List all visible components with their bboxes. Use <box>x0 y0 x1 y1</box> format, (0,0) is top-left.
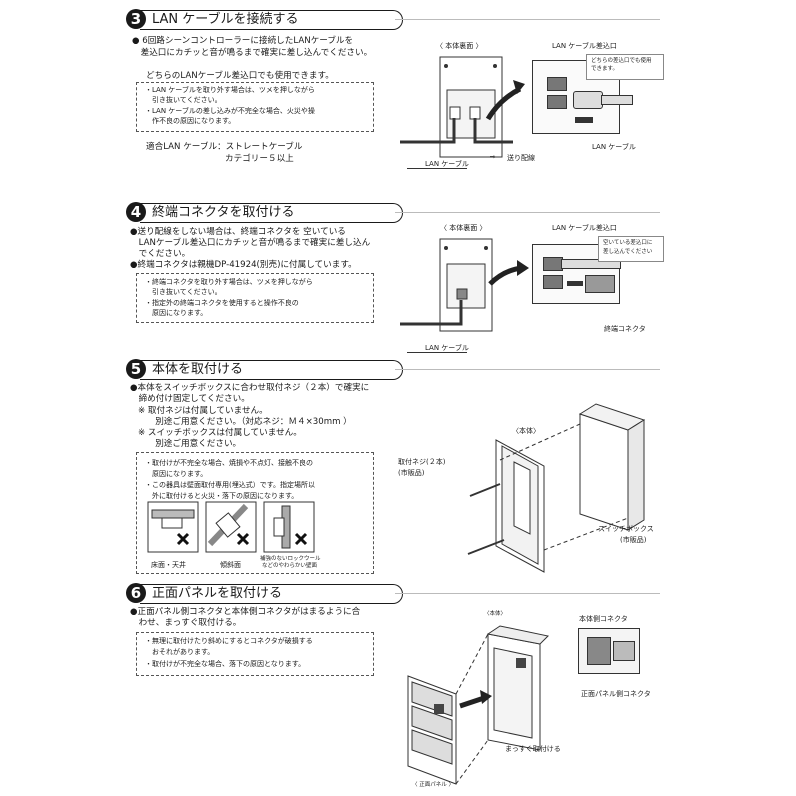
instruction-line: ※ スイッチボックスは付属していません。 <box>138 428 302 438</box>
instruction-line: 差込口にカチッと音が鳴るまで確実に差し込んでください。 <box>132 48 373 58</box>
panel-mount-diagram <box>407 625 550 785</box>
location-label: 補強のないロックウール <box>260 556 321 562</box>
callout-note: 空いている差込口に 差し込んでください <box>598 236 664 262</box>
view-label: 〈本体〉 <box>484 611 507 617</box>
connector-label: 正面パネル側コネクタ <box>581 690 651 698</box>
switchbox-label: (市販品) <box>620 536 647 544</box>
step-number: 5 <box>126 359 146 379</box>
cable-spec: カテゴリー５以上 <box>225 154 294 164</box>
caution-text: ・取付けが不完全な場合、焼損や不点灯、接触不良の <box>145 459 313 467</box>
step-number: 4 <box>126 202 146 222</box>
view-label: 〈 本体裏面 〉 <box>440 224 487 232</box>
back-view-diagram <box>400 56 525 158</box>
caution-text: 引き抜いてください。 <box>145 288 222 296</box>
caution-text: ・LAN ケーブルの差し込みが不完全な場合、火災や操 <box>145 107 315 115</box>
caution-text: 外に取付けると火災・落下の原因になります。 <box>145 492 299 500</box>
caution-text: 引き抜いてください。 <box>145 96 222 104</box>
callout-note: どちらの差込口でも使用 できます。 <box>586 54 664 80</box>
section-title: LAN ケーブルを接続する <box>152 12 299 27</box>
port-closeup <box>532 60 633 134</box>
caution-box: ・無理に取付けたり斜めにするとコネクタが破損する おそれがあります。 ・取付けが… <box>136 632 374 676</box>
section-title: 本体を取付ける <box>152 362 244 377</box>
note-text: 空いている差込口に <box>603 240 653 246</box>
instruction-line: LANケーブル差込口にカチッと音が鳴るまで確実に差し込ん <box>130 238 371 248</box>
section-title: 正面パネルを取付ける <box>152 586 283 601</box>
caution-text: おそれがあります。 <box>145 648 215 656</box>
step-number: 6 <box>126 583 146 603</box>
caution-box: ・LAN ケーブルを取り外す場合は、ツメを押しながら 引き抜いてください。 ・L… <box>136 82 374 132</box>
view-label: 〈 正面パネル 〉 <box>412 782 454 788</box>
port-label: LAN ケーブル差込口 <box>552 224 617 232</box>
instruction-line: ●送り配線をしない場合は、終端コネクタを 空いている <box>130 227 346 237</box>
note-text: できます。 <box>591 66 618 72</box>
instruction-line: ●終端コネクタは親機DP-41924(別売)に付属しています。 <box>130 260 357 270</box>
instruction-line: 別途ご用意ください。 <box>138 439 242 449</box>
straight-label: まっすぐ取付ける <box>505 745 561 753</box>
instruction-line: わせ、まっすぐ取付ける。 <box>130 618 242 628</box>
cable-label: LAN ケーブル <box>425 160 469 168</box>
location-label: 床面・天井 <box>151 561 186 569</box>
caution-box: ・終端コネクタを取り外す場合は、ツメを押しながら 引き抜いてください。 ・指定外… <box>136 273 374 323</box>
instruction-line: どちらのLANケーブル差込口でも使用できます。 <box>146 71 334 81</box>
step-number: 3 <box>126 9 146 29</box>
connector-label: 本体側コネクタ <box>579 615 628 623</box>
cable-label: LAN ケーブル <box>425 344 469 352</box>
location-label: 傾斜面 <box>220 561 241 569</box>
view-label: 〈本体〉 <box>512 427 540 435</box>
port-closeup <box>532 244 621 304</box>
feed-label: 送り配線 <box>507 154 535 162</box>
instruction-line: ※ 取付ネジは付属していません。 <box>138 406 268 416</box>
back-view-diagram <box>400 238 529 332</box>
view-label: 〈 本体裏面 〉 <box>436 42 483 50</box>
port-label: LAN ケーブル差込口 <box>552 42 617 50</box>
caution-text: ・終端コネクタを取り外す場合は、ツメを押しながら <box>145 278 313 286</box>
caution-text: ・この器具は壁面取付専用(埋込式）です。指定場所以 <box>145 481 316 489</box>
caution-text: ・無理に取付けたり斜めにするとコネクタが破損する <box>145 637 313 645</box>
location-label: などのやわらかい壁面 <box>262 563 318 569</box>
caution-text: 作不良の原因になります。 <box>145 117 236 125</box>
instruction-line: 別途ご用意ください。（対応ネジ：Ｍ４×30mm ） <box>138 417 352 427</box>
note-text: 差し込んでください <box>603 249 653 255</box>
cable-label: LAN ケーブル <box>592 143 636 151</box>
instruction-line: 締め付け固定してください。 <box>130 394 250 404</box>
switchbox-label: スイッチボックス <box>598 525 654 533</box>
caution-text: ・指定外の終端コネクタを使用すると操作不良の <box>145 299 299 307</box>
caution-text: 原因になります。 <box>145 470 208 478</box>
instruction-line: ●正面パネル側コネクタと本体側コネクタがはまるように合 <box>130 607 361 617</box>
prohibited-locations <box>147 501 315 553</box>
note-text: どちらの差込口でも使用 <box>591 58 652 64</box>
instruction-line: でください。 <box>130 249 191 259</box>
cable-spec: 適合LAN ケーブル：ストレートケーブル <box>146 142 303 152</box>
mounting-diagram <box>467 403 646 573</box>
section-title: 終端コネクタを取付ける <box>152 205 295 220</box>
instruction-line: ●本体をスイッチボックスに合わせ取付ネジ（２本）で確実に <box>130 383 370 393</box>
caution-text: ・取付けが不完全な場合、落下の原因となります。 <box>145 660 306 668</box>
screw-label: 取付ネジ(２本) <box>398 458 446 466</box>
caution-box: ・取付けが不完全な場合、焼損や不点灯、接触不良の 原因になります。 ・この器具は… <box>136 452 374 574</box>
terminator-label: 終端コネクタ <box>604 325 646 333</box>
connector-closeup <box>578 628 640 674</box>
instruction-line: ● 6回路シーンコントローラーに接続したLANケーブルを <box>132 36 354 46</box>
screw-label: (市販品) <box>398 469 425 477</box>
feed-arrow: ⇨ <box>490 153 496 161</box>
caution-text: 原因になります。 <box>145 309 208 317</box>
caution-text: ・LAN ケーブルを取り外す場合は、ツメを押しながら <box>145 86 315 94</box>
